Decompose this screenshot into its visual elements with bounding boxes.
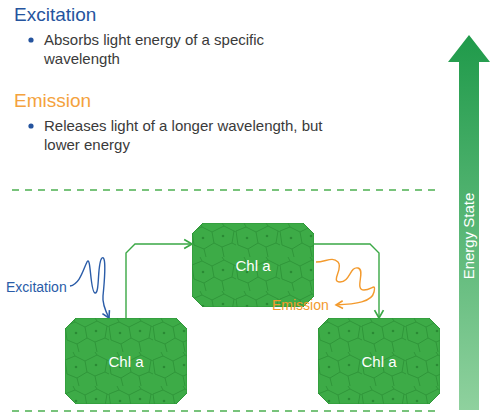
molecule-box: Chl a <box>318 318 440 404</box>
section-heading: Excitation <box>14 3 234 27</box>
molecule-outline <box>65 318 187 404</box>
molecule-box: Chl a <box>65 318 187 404</box>
molecule-label: Chl a <box>108 353 143 370</box>
molecule-outline <box>318 318 440 404</box>
callout-label: Excitation <box>6 279 96 297</box>
molecule-label: Chl a <box>235 257 270 274</box>
energy-transfer-arrow <box>314 244 379 318</box>
molecule-box: Chl a <box>192 223 314 307</box>
bullet-dot <box>28 37 33 42</box>
callout-label: Emission <box>272 297 352 315</box>
bullet-text: Releases light of a longer wavelength, b… <box>44 116 324 154</box>
energy-arrow <box>448 35 490 410</box>
energy-level-line <box>12 189 440 191</box>
molecule-label: Chl a <box>361 353 396 370</box>
bullet-text: Absorbs light energy of a specific wavel… <box>44 30 294 68</box>
energy-transfer-arrow <box>126 244 192 318</box>
molecule-outline <box>192 223 314 307</box>
excitation-squiggle <box>70 258 109 318</box>
axis-label: Energy State <box>459 193 478 280</box>
energy-level-line <box>12 410 440 412</box>
section-heading: Emission <box>14 89 234 113</box>
bullet-dot <box>28 123 33 128</box>
